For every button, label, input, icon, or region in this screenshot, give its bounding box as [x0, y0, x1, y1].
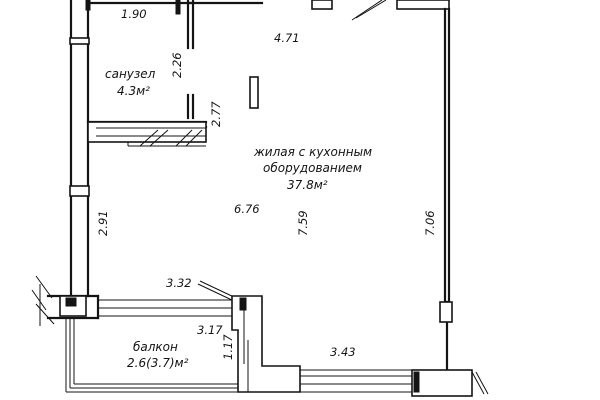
column	[249, 76, 259, 109]
dim-diagonal: 3.32	[166, 276, 192, 290]
bathroom-name: санузел	[105, 67, 156, 81]
balcony-name: балкон	[133, 340, 178, 354]
dim-bath-top-width: 1.90	[121, 7, 147, 21]
living-name-line1: жилая с кухонным	[253, 145, 372, 159]
dim-left-wall: 2.91	[96, 210, 110, 236]
right-wall-block	[439, 301, 453, 323]
dim-bottom-span: 3.43	[330, 345, 356, 359]
dim-balcony-depth: 1.17	[221, 334, 235, 360]
dim-passage: 2.77	[209, 101, 223, 127]
window-left-top	[69, 37, 90, 45]
dim-bath-side: 2.26	[170, 52, 184, 78]
bath-bottom-wall	[87, 121, 207, 143]
dim-living-width: 6.76	[234, 202, 260, 216]
dimension-labels: 1.90 2.26 4.71 2.77 2.91 6.76 7.59 7.06 …	[96, 7, 437, 360]
living-area: 37.8м²	[287, 178, 328, 192]
bathroom-area: 4.3м²	[117, 84, 150, 98]
walls	[31, 0, 489, 397]
living-name-line2: оборудованием	[263, 161, 362, 175]
dim-living-top: 4.71	[274, 31, 300, 45]
dim-balcony-width: 3.17	[197, 323, 223, 337]
dim-right-wall: 7.06	[423, 210, 437, 236]
top-block-2	[396, 0, 450, 10]
dim-living-depth: 7.59	[296, 210, 310, 236]
balcony-area: 2.6(3.7)м²	[127, 356, 189, 370]
top-block-1	[311, 0, 333, 10]
room-labels: санузел 4.3м² жилая с кухонным оборудова…	[105, 67, 372, 370]
bottom-right-block	[411, 369, 473, 397]
window-left-mid	[69, 185, 90, 197]
